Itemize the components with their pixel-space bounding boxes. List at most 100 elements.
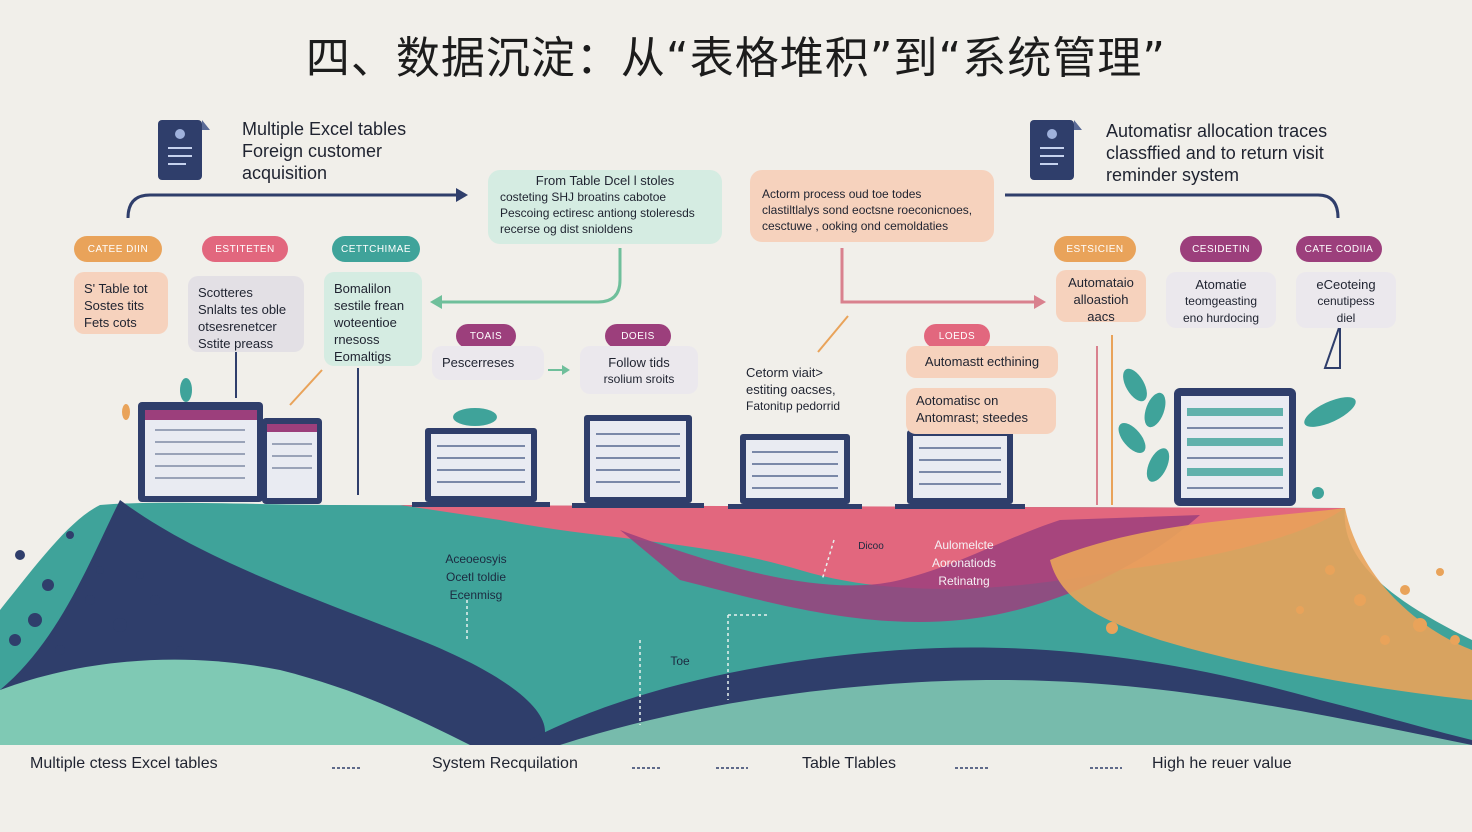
left-card-3: Bomalilon sestile frean woteentioe rneso…: [324, 272, 422, 366]
right-header-line: reminder system: [1106, 165, 1240, 185]
laptop-right-large: [1174, 388, 1296, 506]
pill-middle-1: TOAIS: [456, 324, 516, 348]
page-title: 四、数据沉淀：从“表格堆积”到“系统管理”: [305, 33, 1167, 84]
pill-right-3: CATE CODIIA: [1296, 236, 1382, 262]
arrow-head-green: [430, 295, 442, 309]
leaf-center: [453, 408, 497, 426]
left-header-line: Foreign customer: [242, 141, 383, 161]
wave-label-line: Toe: [670, 654, 690, 668]
card-line: alloastioh: [1073, 292, 1129, 307]
laptop-3: [572, 415, 704, 508]
wave-label-4: Aulomelcte Aoronatiods Retinatng: [912, 536, 1016, 590]
pill-middle-3: LOEDS: [924, 324, 990, 348]
right-header: Automatisr allocation traces classffied …: [1106, 120, 1327, 186]
pill-middle-2: DOEIS: [605, 324, 671, 348]
left-header: Multiple Excel tables Foreign customer a…: [242, 118, 406, 184]
bottom-label-2: System Recquilation: [432, 755, 578, 772]
center-box-left-line: recerse og dist snioldens: [500, 222, 633, 236]
middle-card-4: Automastt ecthining: [906, 346, 1058, 378]
laptop-4: [728, 434, 862, 509]
connector-right-top: [1005, 193, 1340, 219]
right-card-1: Automataio alloastioh aacs: [1056, 270, 1146, 324]
pill-right-1: ESTSICIEN: [1054, 236, 1136, 262]
left-card-2: Scotteres Snlalts tes oble otsesrenetcer…: [188, 276, 304, 352]
wave-label-line: Aoronatiods: [931, 556, 997, 570]
middle-card-1: Pescerreses: [432, 346, 544, 380]
leaf-orange: [122, 404, 130, 420]
card-line: estiting oacses,: [746, 382, 836, 397]
dashed-line-5: [821, 539, 835, 581]
card-line: sestile frean: [334, 298, 405, 313]
dot-teal: [1312, 487, 1324, 499]
card-line: rsolium sroits: [603, 372, 675, 386]
card-line: Eomaltigs: [334, 349, 392, 364]
card-line: rnesoss: [334, 332, 380, 347]
card-line: Automataio: [1068, 275, 1134, 290]
leaf-left: [180, 378, 192, 402]
left-header-line: Multiple Excel tables: [242, 119, 407, 139]
document-icon: [1030, 120, 1082, 180]
card-line: Antomrast; steedes: [916, 410, 1028, 425]
card-line: Follow tids: [608, 355, 670, 370]
wave-orange: [1050, 508, 1472, 700]
card-line: otsesrenetcer: [198, 319, 277, 334]
pill-left-1: CATEE DIIN: [74, 236, 162, 262]
card-line: Sstite preass: [198, 336, 274, 351]
wave-label-3: Dicoo: [846, 538, 896, 556]
wave-label-line: Dicoo: [858, 541, 884, 552]
right-header-line: Automatisr allocation traces: [1106, 121, 1328, 141]
left-card-1: S' Table tot Sostes tits Fets cots: [74, 272, 168, 334]
connector-green: [440, 248, 622, 304]
bottom-label-4: High he reuer value: [1152, 755, 1292, 772]
card-line: S' Table tot: [84, 281, 148, 296]
arrow-head-small: [562, 365, 570, 375]
left-header-line: acquisition: [242, 163, 328, 183]
right-card-3: eCeoteing cenutipess diel: [1296, 272, 1396, 328]
card-line: Scotteres: [198, 285, 253, 300]
arrow-head-left-top: [456, 188, 468, 202]
card-line: Bomalilon: [334, 281, 392, 296]
connector-stem-4: [817, 315, 849, 353]
card-line: Fatonitıp pedorrid: [746, 399, 841, 413]
bottom-label-3: Table Tlables: [802, 755, 896, 772]
document-icon: [158, 120, 210, 180]
card-line: woteentioe: [334, 315, 397, 330]
center-box-left-line: Pescoing ectiresc antiong stoleresds: [500, 206, 695, 220]
center-box-right-line: clastiltlalys sond eoctsne roeconicnoes,: [762, 203, 973, 217]
wave-label-line: Aceoeosyis: [445, 552, 507, 566]
center-box-left: From Table Dcel l stoles costeting SHJ b…: [488, 170, 722, 244]
bottom-label-1: Multiple ctess Excel tables: [30, 755, 218, 772]
pill-right-2: CESIDETIN: [1180, 236, 1262, 262]
connector-zigzag: [1323, 324, 1341, 369]
card-line: teomgeasting: [1184, 294, 1258, 308]
wave-label-line: Ecenmisg: [449, 588, 503, 602]
pill-left-2: ESTITETEN: [202, 236, 288, 262]
connector-pink: [840, 248, 1036, 304]
card-line: Cetorm viait>: [746, 365, 823, 380]
middle-card-3: Cetorm viait> estiting oacses, Fatonitıp…: [738, 362, 888, 418]
card-line: Snlalts tes oble: [198, 302, 287, 317]
right-header-line: classffied and to return visit: [1106, 143, 1324, 163]
center-box-left-line: costeting SHJ broatins cabotoe: [500, 190, 667, 204]
wave-label-line: Aulomelcte: [934, 538, 994, 552]
card-line: Fets cots: [84, 315, 137, 330]
middle-card-2: Follow tids rsolium sroits: [580, 346, 698, 394]
wave-label-line: Retinatng: [938, 574, 990, 588]
pill-left-3: CETTCHIMAE: [332, 236, 420, 262]
wave-mint-right: [560, 680, 1472, 745]
laptop-left-large: [138, 402, 263, 502]
connector-left-top: [126, 193, 465, 219]
dots-left: [9, 531, 184, 655]
laptop-2: [412, 428, 550, 507]
wave-label-1: Aceoeosyis Ocetl toldie Ecenmisg: [430, 550, 522, 604]
wave-label-2: Toe: [660, 652, 700, 670]
laptop-left-small: [262, 418, 322, 504]
card-line: Atomatie: [1195, 277, 1247, 292]
card-line: Aotomatisc on: [916, 393, 999, 408]
wave-label-line: Ocetl toldie: [445, 570, 507, 584]
wave-mint-left: [0, 659, 470, 745]
right-card-2: Atomatie teomgeasting eno hurdocing: [1166, 272, 1276, 328]
middle-card-5: Aotomatisc on Antomrast; steedes: [906, 388, 1056, 434]
